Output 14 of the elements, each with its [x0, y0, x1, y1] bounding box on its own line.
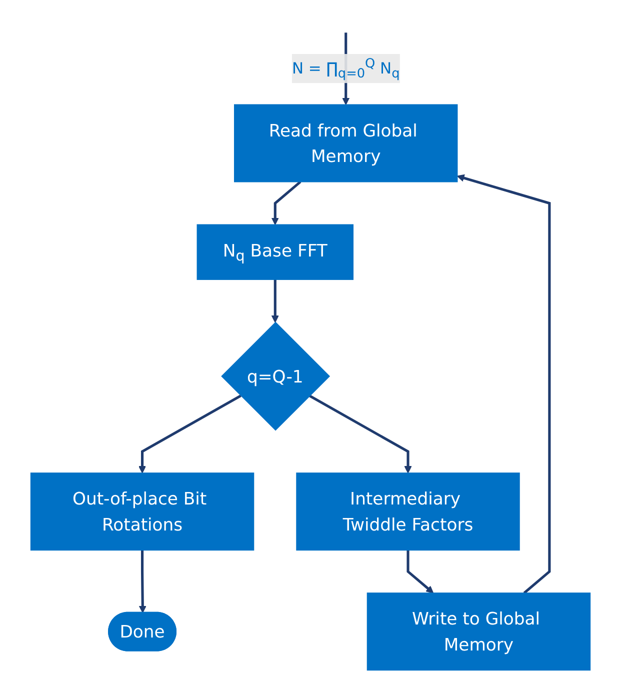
- node-box: Out-of-place Bit Rotations: [30, 472, 254, 551]
- arrow: [138, 550, 146, 614]
- node-box: Write to Global Memory: [366, 592, 591, 671]
- node-diamond: q=Q-1: [221, 322, 330, 431]
- node-box: N$_{q}$ Base FFT: [196, 224, 354, 280]
- arrow: [308, 394, 412, 474]
- node-box: Intermediary Twiddle Factors: [296, 472, 520, 551]
- node-box: Read from Global Memory: [234, 104, 458, 182]
- edge-label: N = ∏$_{q=0}$$^{Q}$ N$_{q}$: [292, 56, 400, 82]
- arrow: [138, 394, 242, 474]
- arrow: [406, 550, 434, 594]
- arrow: [271, 280, 279, 323]
- arrow: [271, 180, 302, 225]
- arrow: [456, 174, 551, 594]
